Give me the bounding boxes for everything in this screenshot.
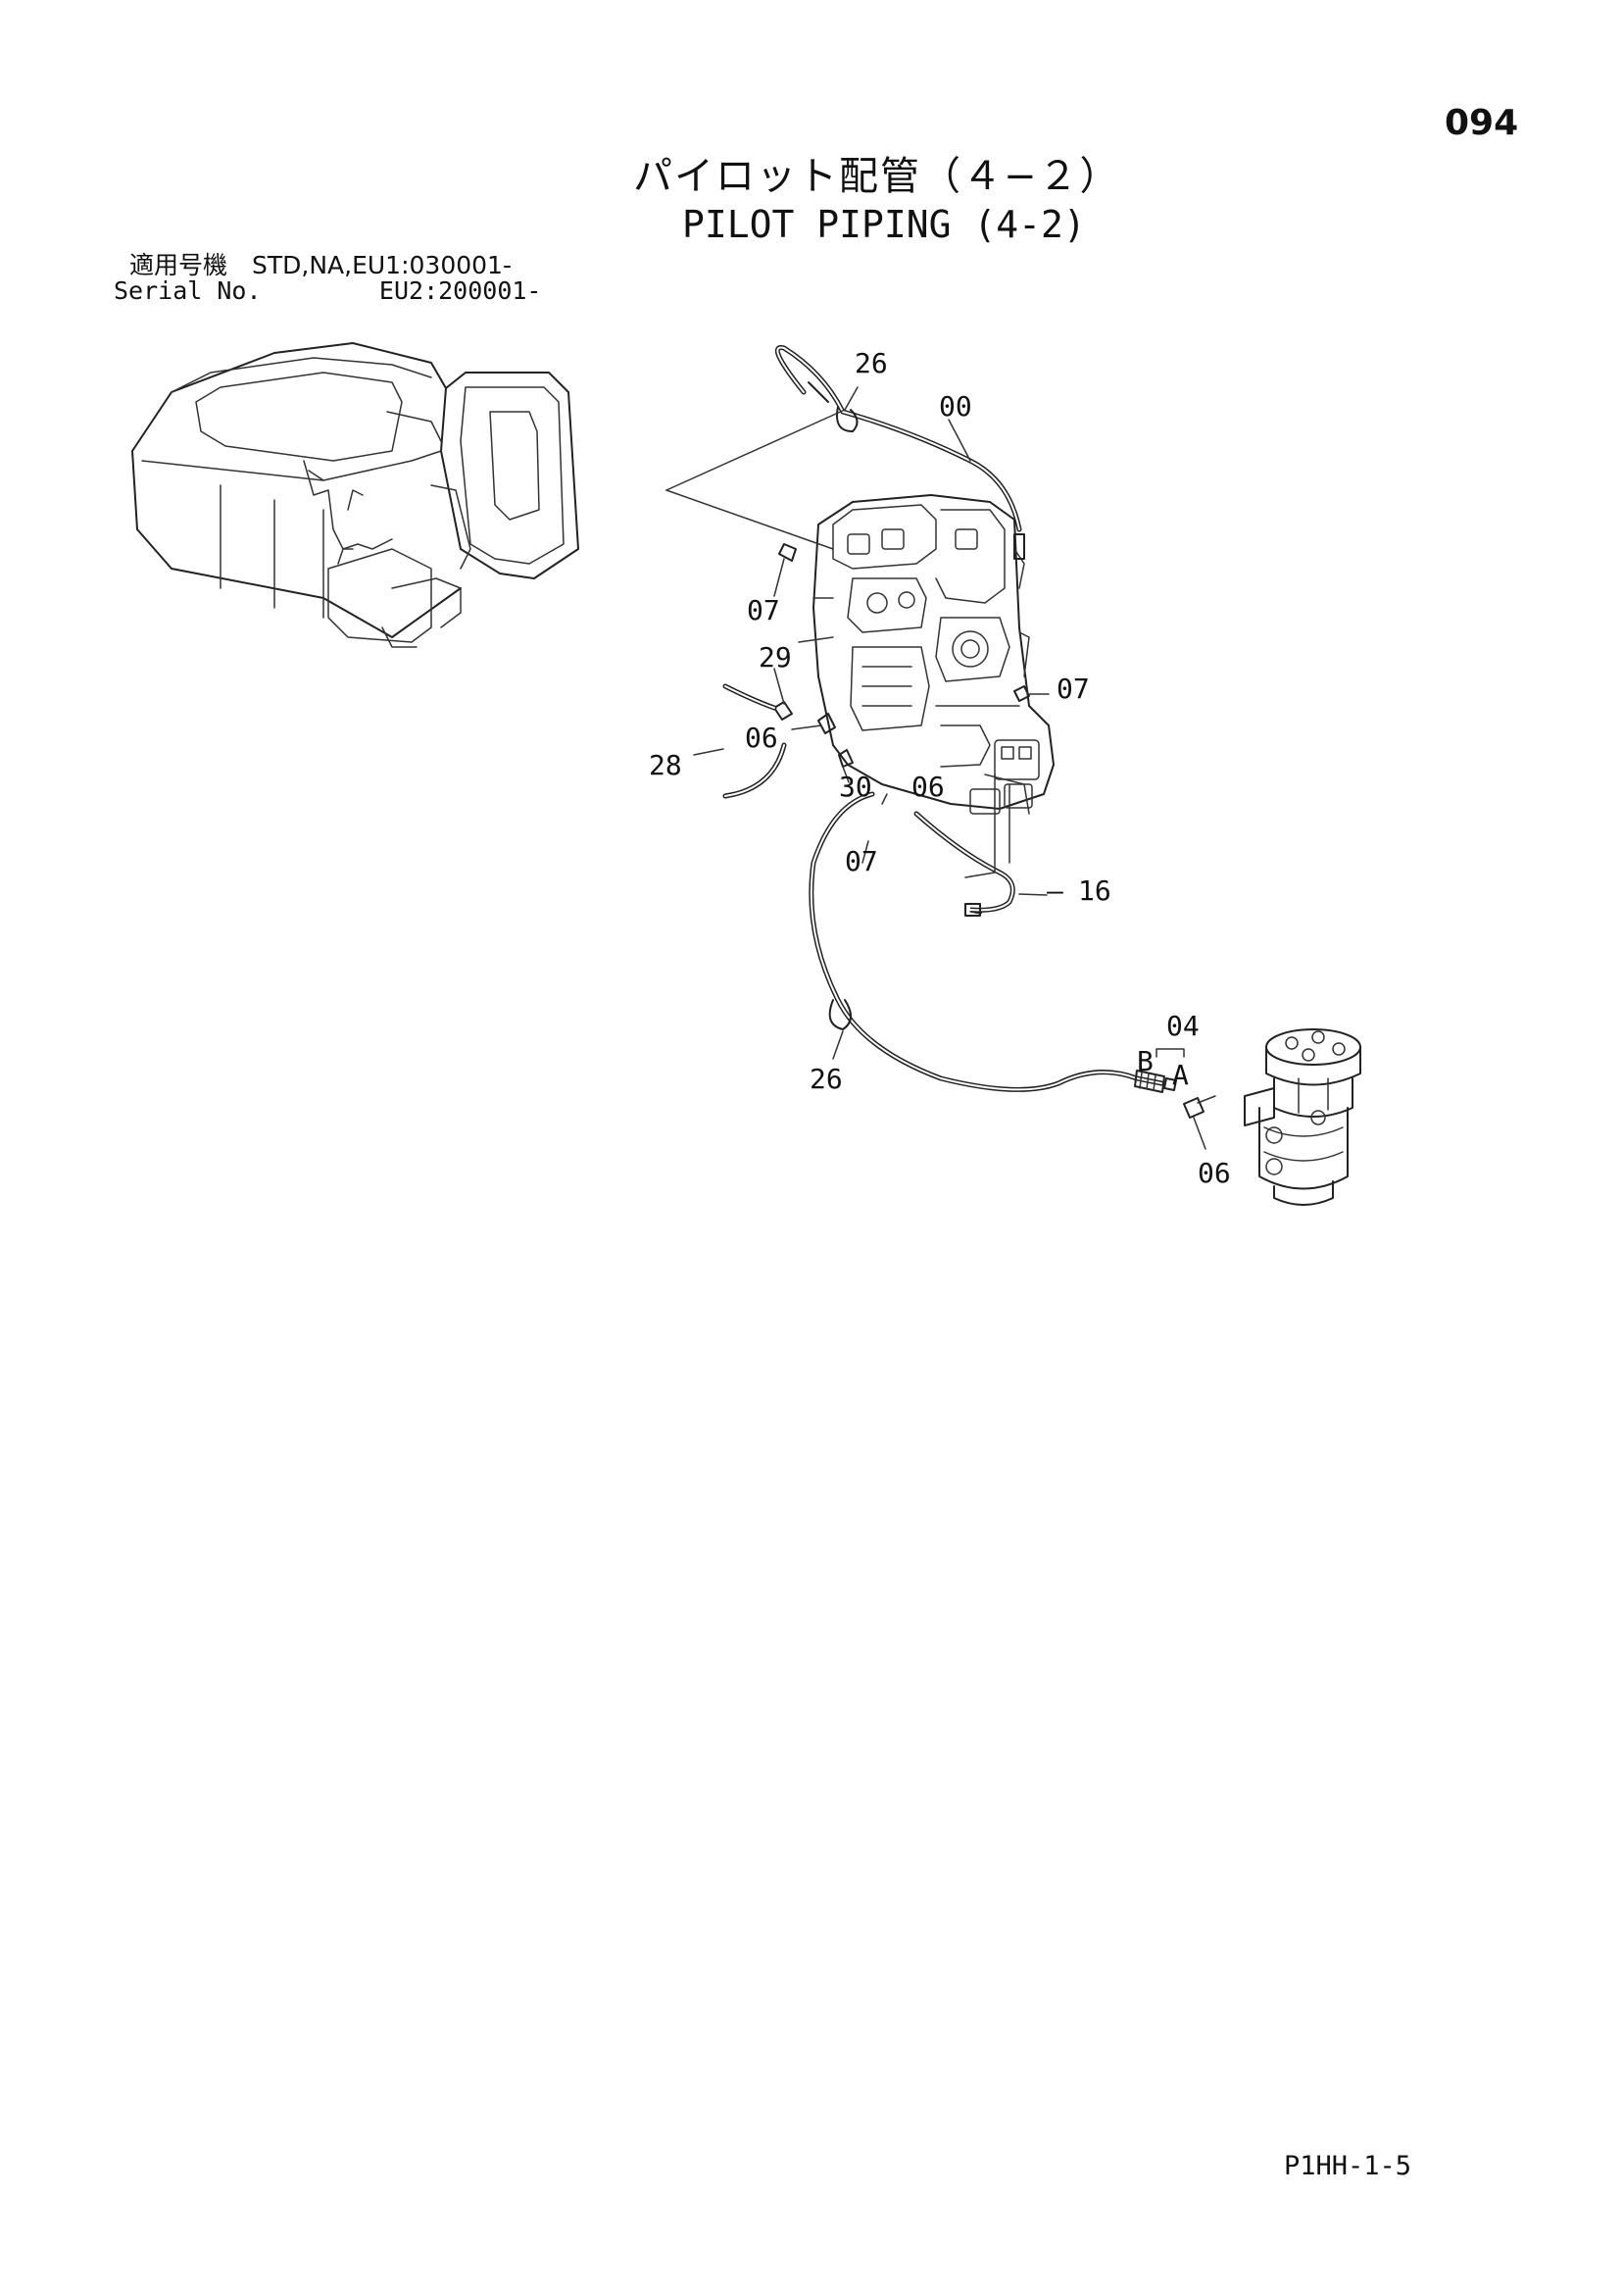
page-number: 094 <box>1445 103 1519 143</box>
callout-26-top: 26 <box>855 347 888 379</box>
callout-label-a: A <box>1172 1059 1189 1091</box>
callout-06-mid: 06 <box>911 771 945 803</box>
pilot-hoses <box>722 345 1216 1119</box>
callout-29: 29 <box>759 641 792 674</box>
callout-16-dash: – <box>1047 874 1063 907</box>
callout-28: 28 <box>649 749 682 781</box>
callout-06-left: 06 <box>745 722 778 754</box>
callout-labels: 26 00 07 29 07 06 28 30 06 07 16 – 04 B … <box>649 347 1231 1189</box>
callout-07-bottom: 07 <box>845 845 878 877</box>
swivel-joint-drawing <box>1244 1028 1361 1206</box>
callout-04: 04 <box>1166 1010 1200 1042</box>
callout-06-right: 06 <box>1198 1157 1231 1189</box>
callout-07-left: 07 <box>747 594 780 626</box>
leader-lines <box>665 386 1206 1150</box>
excavator-overview-drawing <box>131 342 579 648</box>
callout-30: 30 <box>839 771 872 803</box>
page-title-english: PILOT PIPING (4-2) <box>682 203 1086 246</box>
callout-07-right: 07 <box>1057 673 1090 705</box>
callout-26-bottom: 26 <box>810 1063 843 1095</box>
callout-00: 00 <box>939 390 972 423</box>
callout-label-b: B <box>1137 1045 1154 1077</box>
serial-applicability-japanese: 適用号機 STD,NA,EU1:030001- <box>129 251 512 279</box>
document-code: P1HH-1-5 <box>1284 2151 1412 2181</box>
serial-applicability-english: Serial No. EU2:200001- <box>114 276 542 305</box>
control-valve-drawing <box>773 494 1055 815</box>
page-title-japanese: パイロット配管（４−２） <box>633 154 1121 199</box>
callout-16: 16 <box>1078 874 1111 907</box>
